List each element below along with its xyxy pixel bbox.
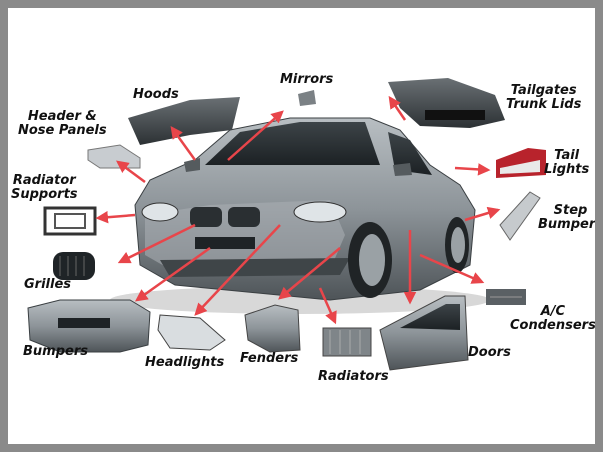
label-radiator-supports: Radiator Supports bbox=[11, 173, 78, 202]
ac-condenser-part bbox=[486, 289, 526, 305]
mirror-part bbox=[298, 90, 316, 106]
grille-part bbox=[53, 252, 95, 280]
callout-arrows bbox=[95, 95, 501, 325]
tailgate-part bbox=[388, 78, 505, 128]
label-hoods: Hoods bbox=[133, 87, 179, 102]
label-step-bumpers: Step Bumpers bbox=[538, 203, 595, 232]
header-panel-part bbox=[87, 144, 141, 169]
label-radiators: Radiators bbox=[318, 369, 389, 384]
label-doors: Doors bbox=[468, 345, 511, 360]
label-header-nose-panels: Header & Nose Panels bbox=[18, 109, 107, 138]
bumper-part bbox=[27, 299, 151, 353]
step-bumper-part bbox=[499, 191, 541, 241]
car-body bbox=[110, 117, 490, 314]
label-tail-lights: Tail Lights bbox=[544, 148, 590, 177]
label-mirrors: Mirrors bbox=[280, 72, 334, 87]
tail-light-part bbox=[496, 148, 546, 178]
radiator-support-part bbox=[43, 206, 97, 236]
headlight-part bbox=[157, 314, 226, 351]
hood-part bbox=[128, 97, 240, 145]
label-ac-condensers: A/C Condensers bbox=[510, 304, 595, 333]
illustration bbox=[27, 78, 546, 371]
parts-diagram: Hoods Mirrors Tailgates Trunk Lids Heade… bbox=[8, 8, 595, 444]
label-bumpers: Bumpers bbox=[23, 344, 88, 359]
label-tailgates-trunk-lids: Tailgates Trunk Lids bbox=[506, 83, 582, 112]
radiator-part bbox=[322, 327, 372, 357]
fender-part bbox=[244, 304, 301, 353]
door-part bbox=[379, 295, 469, 371]
label-grilles: Grilles bbox=[24, 277, 72, 292]
label-headlights: Headlights bbox=[145, 355, 225, 370]
label-fenders: Fenders bbox=[240, 351, 299, 366]
